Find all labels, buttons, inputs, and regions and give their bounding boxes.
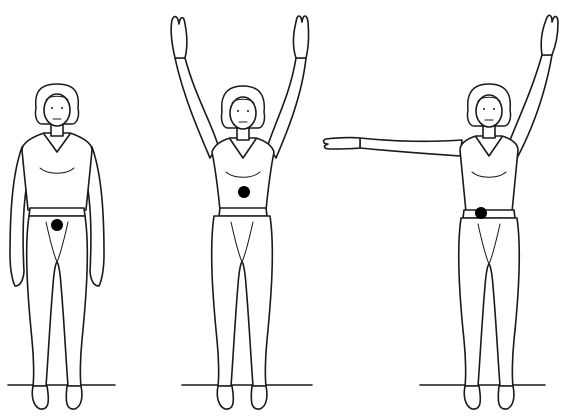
left-arm (175, 58, 218, 158)
right-foot (251, 386, 267, 409)
figure-panel-both-arms-up (171, 16, 312, 409)
left-foot (32, 386, 48, 409)
waistband (219, 208, 267, 216)
right-eye (493, 108, 495, 110)
center-of-gravity-dot (475, 207, 487, 219)
right-foot (66, 386, 82, 409)
torso (22, 133, 92, 210)
left-eye (237, 110, 239, 112)
right-eye (247, 110, 249, 112)
legs (459, 218, 520, 386)
torso (460, 136, 518, 212)
figure-panel-one-arm-up-one-out (324, 15, 558, 409)
center-of-gravity-dot (238, 186, 250, 198)
waistband (29, 208, 85, 216)
left-hand (171, 17, 187, 58)
center-of-gravity-dot (51, 219, 63, 231)
waistband (463, 210, 515, 218)
legs (27, 216, 88, 386)
right-foot (498, 386, 514, 409)
right-eye (61, 107, 63, 109)
figure-panel-arms-down (8, 84, 115, 409)
right-hand (293, 16, 308, 58)
right-arm (268, 58, 306, 158)
left-foot (464, 386, 480, 409)
right-hand (541, 15, 558, 55)
left-foot (217, 386, 233, 409)
left-hand (324, 138, 360, 149)
left-eye (483, 108, 485, 110)
left-arm (360, 138, 462, 156)
legs (212, 216, 273, 386)
left-eye (51, 107, 53, 109)
torso (212, 138, 274, 210)
